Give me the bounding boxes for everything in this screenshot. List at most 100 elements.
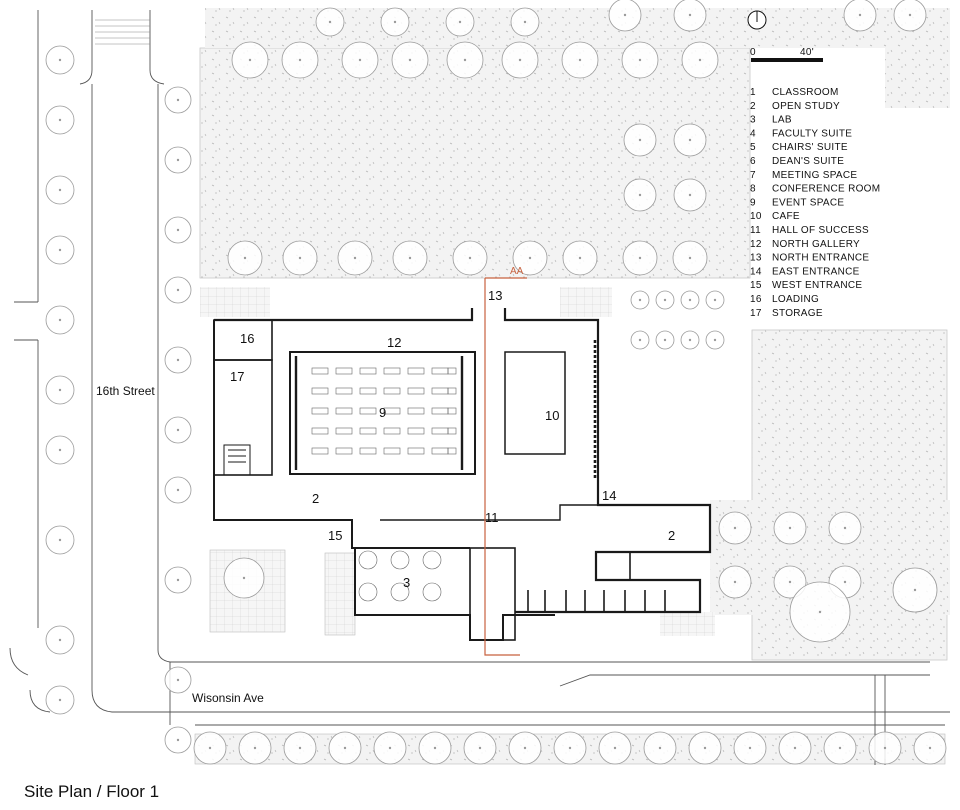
tree-trunk-icon [688, 193, 692, 197]
building-footprint [213, 308, 712, 641]
legend-label: HALL OF SUCCESS [772, 225, 869, 236]
tree-trunk-icon [788, 526, 792, 530]
tree-trunk-icon [463, 58, 467, 62]
tree-trunk-icon [176, 158, 180, 162]
tree-trunk-icon [243, 256, 247, 260]
tree-trunk-icon [176, 488, 180, 492]
table-icon [335, 367, 353, 375]
legend-label: DEAN'S SUITE [772, 156, 844, 167]
section-line-aa [484, 277, 527, 656]
table-icon [431, 387, 449, 395]
tree-trunk-icon [298, 256, 302, 260]
lab-table-icon [358, 550, 378, 570]
tree-trunk-icon [468, 256, 472, 260]
lab-table-icon [390, 550, 410, 570]
table-icon [383, 427, 401, 435]
tree-trunk-icon [688, 13, 692, 17]
tree-trunk-icon [663, 298, 667, 302]
tree-trunk-icon [253, 746, 257, 750]
tree-trunk-icon [688, 256, 692, 260]
table-icon [383, 407, 401, 415]
table-icon [447, 407, 457, 415]
tree-trunk-icon [298, 746, 302, 750]
room-label-14: 14 [602, 488, 616, 503]
section-marker: AA [510, 266, 524, 277]
tree-trunk-icon [698, 58, 702, 62]
tree-trunk-icon [478, 746, 482, 750]
table-icon [383, 387, 401, 395]
room-label-9: 9 [379, 405, 386, 420]
tree-trunk-icon [638, 58, 642, 62]
legend-number: 16 [750, 294, 762, 305]
tree-trunk-icon [343, 746, 347, 750]
tree-trunk-icon [176, 288, 180, 292]
scale-bar: 0 40' [750, 47, 823, 62]
scale-end: 40' [800, 47, 814, 58]
tree-trunk-icon [58, 318, 62, 322]
legend-number: 8 [750, 184, 756, 195]
lab-table-icon [422, 550, 442, 570]
tree-trunk-icon [843, 526, 847, 530]
tree-trunk-icon [176, 678, 180, 682]
legend-label: NORTH ENTRANCE [772, 253, 869, 264]
tree-trunk-icon [58, 448, 62, 452]
tree-trunk-icon [393, 20, 397, 24]
tree-trunk-icon [638, 138, 642, 142]
tree-trunk-icon [688, 338, 692, 342]
tree-symbols [45, 0, 947, 765]
tree-trunk-icon [208, 746, 212, 750]
tree-trunk-icon [858, 13, 862, 17]
legend-number: 15 [750, 280, 762, 291]
legend-number: 4 [750, 128, 756, 139]
legend-number: 12 [750, 239, 762, 250]
tree-trunk-icon [408, 58, 412, 62]
legend-label: CHAIRS' SUITE [772, 142, 848, 153]
room-label-2-east: 2 [668, 528, 675, 543]
legend-label: NORTH GALLERY [772, 239, 860, 250]
tree-trunk-icon [528, 256, 532, 260]
tree-trunk-icon [613, 746, 617, 750]
tree-trunk-icon [353, 256, 357, 260]
table-icon [431, 367, 449, 375]
legend-label: LOADING [772, 294, 819, 305]
scale-start: 0 [750, 47, 756, 58]
legend-number: 9 [750, 197, 756, 208]
tree-trunk-icon [908, 13, 912, 17]
legend-label: CLASSROOM [772, 87, 839, 98]
tree-trunk-icon [568, 746, 572, 750]
room-label-16: 16 [240, 331, 254, 346]
table-icon [431, 427, 449, 435]
legend-label: WEST ENTRANCE [772, 280, 862, 291]
tree-trunk-icon [176, 358, 180, 362]
tree-trunk-icon [176, 428, 180, 432]
table-icon [431, 447, 449, 455]
tree-trunk-icon [733, 526, 737, 530]
tree-trunk-icon [733, 580, 737, 584]
table-icon [335, 447, 353, 455]
tree-trunk-icon [58, 58, 62, 62]
tree-trunk-icon [176, 228, 180, 232]
tree-trunk-icon [518, 58, 522, 62]
tree-trunk-icon [176, 578, 180, 582]
legend-label: OPEN STUDY [772, 101, 840, 112]
tree-trunk-icon [638, 298, 642, 302]
table-icon [359, 447, 377, 455]
room-label-15: 15 [328, 528, 342, 543]
streets [9, 10, 950, 765]
legend-label: EAST ENTRANCE [772, 266, 860, 277]
tree-trunk-icon [748, 746, 752, 750]
table-icon [447, 387, 457, 395]
table-icon [407, 447, 425, 455]
lab-table-icon [390, 582, 410, 602]
table-icon [311, 387, 329, 395]
table-icon [359, 367, 377, 375]
table-icon [311, 367, 329, 375]
tree-trunk-icon [638, 338, 642, 342]
tree-trunk-icon [408, 256, 412, 260]
table-icon [335, 407, 353, 415]
lab-table-icon [358, 582, 378, 602]
legend-number: 5 [750, 142, 756, 153]
legend-number: 13 [750, 253, 762, 264]
legend-label: LAB [772, 115, 792, 126]
